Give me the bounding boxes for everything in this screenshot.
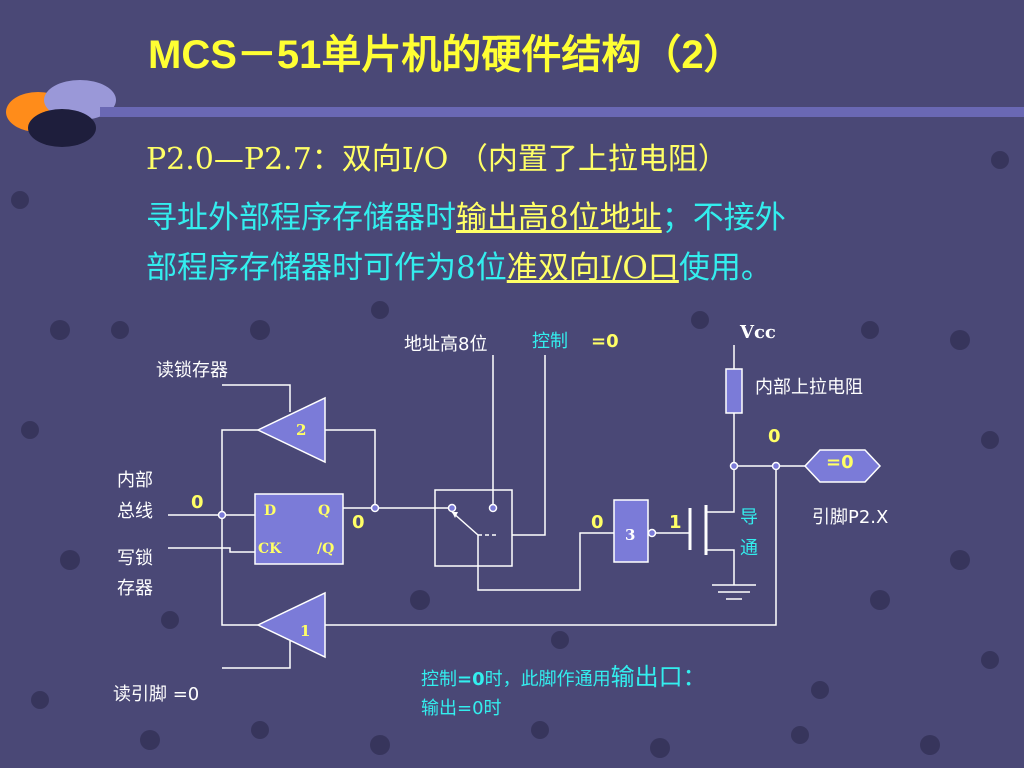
inverter-out-value: 1 [669, 512, 682, 533]
inverter-3-label: 3 [625, 526, 636, 544]
body-line-3: 部程序存储器时可作为8位准双向I/O口使用。 [146, 242, 772, 287]
control-label: 控制 [532, 331, 568, 352]
latch-nq-label: /Q [317, 541, 335, 557]
internal-bus-label-2: 总线 [117, 501, 153, 522]
title-rule [100, 107, 1024, 117]
pin-label: 引脚P2.X [812, 507, 889, 528]
body-line-3b: 准双向I/O口 [506, 250, 679, 286]
conduct-label-2: 通 [740, 538, 758, 559]
pin-value: =0 [826, 452, 854, 473]
latch-d-label: D [264, 503, 277, 519]
conduct-label-1: 导 [740, 507, 758, 528]
port-description: P2.0—P2.7：双向I/O （内置了上拉电阻） [146, 142, 728, 177]
pullup-label: 内部上拉电阻 [755, 377, 863, 398]
vcc-label: Vcc [740, 322, 776, 343]
addr-high8-label: 地址高8位 [404, 334, 488, 355]
footer-line-2: 输出=0时 [421, 698, 502, 719]
footer-control: 控制 [421, 669, 457, 690]
internal-bus-label-1: 内部 [117, 470, 153, 491]
write-latch-label-1: 写锁 [117, 548, 153, 569]
body-line-3c: 使用。 [678, 250, 772, 286]
buffer-2-label: 2 [296, 421, 307, 439]
body-line-2a: 寻址外部程序存储器时 [146, 200, 456, 236]
body-line-2: 寻址外部程序存储器时输出高8位地址；不接外 [146, 192, 786, 237]
control-value: =0 [591, 331, 619, 352]
inverter-in-value: 0 [591, 512, 604, 533]
switch-arrow-icon [452, 512, 458, 518]
page-title: MCS－51单片机的硬件结构（2） [148, 33, 744, 77]
write-latch-label-2: 存器 [117, 578, 153, 599]
footer-output: 输出口： [610, 663, 707, 691]
body-line-3a: 部程序存储器时可作为8位 [146, 250, 507, 286]
bus-value: 0 [191, 492, 204, 513]
read-latch-label: 读锁存器 [156, 360, 228, 381]
read-pin-label: 读引脚 =0 [113, 684, 200, 705]
body-line-2c: ；不接外 [661, 200, 786, 236]
footer-general: 时，此脚作通用 [484, 669, 611, 690]
buffer-1-label: 1 [300, 622, 311, 640]
footer-line-1: 控制=0时，此脚作通用输出口： [421, 657, 707, 692]
q-value: 0 [352, 512, 365, 533]
latch-ck-label: CK [258, 541, 282, 557]
pullup-value: 0 [768, 426, 781, 447]
body-line-2b: 输出高8位地址 [456, 200, 662, 236]
footer-control-value: =0 [457, 669, 485, 690]
latch-q-label: Q [318, 503, 331, 519]
